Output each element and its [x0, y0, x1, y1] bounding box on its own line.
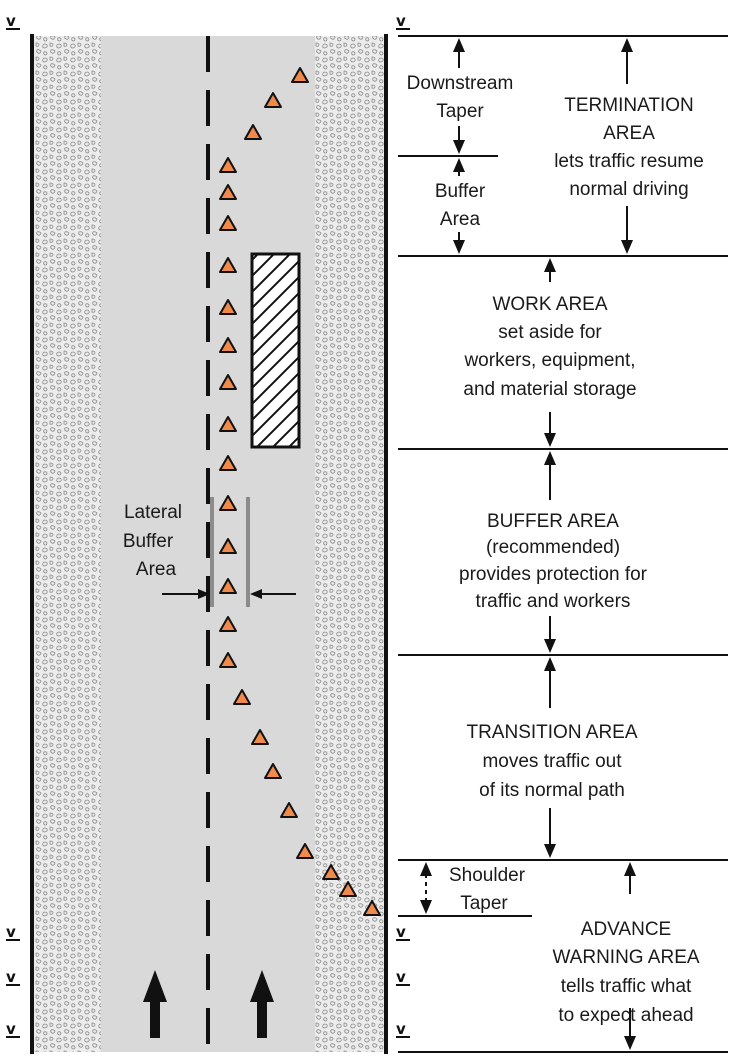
downstream-taper-line-1: Downstream: [407, 73, 514, 94]
marker-left-3: v: [6, 1020, 16, 1038]
termination-line-3: lets traffic resume: [554, 151, 704, 172]
right-shoulder: [315, 36, 385, 1052]
transition-line-2: moves traffic out: [482, 751, 622, 772]
down-arrowhead-icon: [544, 844, 556, 858]
advance-warning-label: ADVANCE WARNING AREA tells traffic what …: [552, 919, 699, 1026]
lateral-buffer-label: Lateral Buffer Area: [123, 502, 182, 580]
traffic-cone-icon: [219, 538, 237, 554]
down-arrowhead-icon: [624, 1036, 636, 1050]
traffic-cone-icon: [322, 864, 340, 880]
traffic-cone-icon: [219, 416, 237, 432]
buffer-small-line-1: Buffer: [435, 181, 486, 202]
traffic-cone-icon: [219, 455, 237, 471]
lateral-buffer-left-pointing-arrow-icon: [250, 589, 262, 599]
traffic-cone-icon: [219, 495, 237, 511]
traffic-cone-icon: [363, 900, 381, 916]
traffic-cone-icon: [264, 763, 282, 779]
marker-right-3: v: [396, 1020, 406, 1038]
traffic-cone-icon: [219, 578, 237, 594]
shoulder-taper-line-1: Shoulder: [449, 865, 526, 886]
lateral-buffer-right-pointing-arrow-icon: [198, 589, 210, 599]
marker-right-top: v: [396, 12, 406, 30]
traffic-cone-icon: [219, 215, 237, 231]
up-arrowhead-icon: [624, 862, 636, 876]
traffic-cone-icon: [219, 616, 237, 632]
shoulder-taper-label: Shoulder Taper: [449, 865, 526, 914]
downstream-taper-label: Downstream Taper: [407, 73, 514, 122]
zone-boundaries: [398, 35, 728, 1053]
buffer-small-label: Buffer Area: [435, 181, 486, 230]
advance-warning-line-1: ADVANCE: [581, 919, 671, 940]
transition-area-label: TRANSITION AREA moves traffic out of its…: [466, 722, 637, 801]
marker-left-top: v: [6, 12, 16, 30]
downstream-taper-line-2: Taper: [436, 101, 484, 122]
termination-area-label: TERMINATION AREA lets traffic resume nor…: [554, 95, 704, 200]
transition-line-1: TRANSITION AREA: [466, 722, 637, 743]
buffer-small-line-2: Area: [440, 209, 481, 230]
lateral-buffer-line-3: Area: [136, 559, 177, 580]
traffic-cone-icon: [219, 157, 237, 173]
traffic-cone-icon: [339, 881, 357, 897]
work-line-4: and material storage: [463, 379, 636, 400]
marker-left-1: v: [6, 923, 16, 941]
up-arrowhead-icon: [621, 38, 633, 52]
traffic-cone-icon: [280, 802, 298, 818]
traffic-cone-icon: [264, 92, 282, 108]
down-arrowhead-icon: [544, 639, 556, 653]
up-arrowhead-icon: [544, 451, 556, 465]
traffic-cone-icon: [251, 729, 269, 745]
transition-line-3: of its normal path: [479, 780, 625, 801]
up-arrowhead-icon: [453, 158, 465, 172]
buffer-line-4: traffic and workers: [476, 591, 631, 612]
traffic-direction-up-arrow-icon: [143, 970, 167, 1038]
up-arrowhead-icon: [453, 38, 465, 52]
position-markers: v v v v v v v v: [6, 12, 410, 1038]
dimension-arrows: [420, 38, 636, 1050]
shoulder-taper-line-2: Taper: [460, 893, 508, 914]
lateral-buffer-line-2: Buffer: [123, 531, 174, 552]
marker-right-2: v: [396, 968, 406, 986]
lateral-buffer-line-1: Lateral: [124, 502, 182, 523]
buffer-line-1: BUFFER AREA: [487, 511, 619, 532]
advance-warning-line-4: to expect ahead: [558, 1005, 693, 1026]
work-line-3: workers, equipment,: [463, 350, 635, 371]
marker-left-2: v: [6, 968, 16, 986]
work-zone-hatched-rectangle: [250, 252, 301, 449]
advance-warning-line-2: WARNING AREA: [552, 947, 699, 968]
buffer-area-label: BUFFER AREA (recommended) provides prote…: [459, 511, 648, 612]
down-arrowhead-icon: [544, 433, 556, 447]
advance-warning-line-3: tells traffic what: [561, 976, 692, 997]
work-area-label: WORK AREA set aside for workers, equipme…: [463, 294, 636, 400]
up-arrowhead-icon: [544, 258, 556, 272]
work-line-2: set aside for: [498, 322, 602, 343]
down-arrowhead-icon: [420, 900, 432, 914]
down-arrowhead-icon: [453, 240, 465, 254]
traffic-cone-icon: [219, 184, 237, 200]
up-arrowhead-icon: [420, 862, 432, 876]
down-arrowhead-icon: [621, 240, 633, 254]
traffic-cone-icon: [219, 257, 237, 273]
buffer-line-3: provides protection for: [459, 564, 648, 585]
marker-right-1: v: [396, 923, 406, 941]
down-arrowhead-icon: [453, 140, 465, 154]
termination-line-2: AREA: [603, 123, 655, 144]
termination-line-1: TERMINATION: [564, 95, 693, 116]
traffic-direction-up-arrow-icon: [250, 970, 274, 1038]
traffic-cone-icon: [219, 652, 237, 668]
work-line-1: WORK AREA: [492, 294, 607, 315]
traffic-cone-icon: [219, 374, 237, 390]
left-shoulder: [33, 36, 101, 1052]
traffic-cone-icon: [233, 689, 251, 705]
traffic-cone-icon: [291, 67, 309, 83]
traffic-cone-icon: [296, 843, 314, 859]
traffic-cones: [219, 67, 381, 916]
traffic-cone-icon: [244, 124, 262, 140]
up-arrowhead-icon: [544, 657, 556, 671]
traffic-cone-icon: [219, 337, 237, 353]
traffic-cone-icon: [219, 299, 237, 315]
buffer-line-2: (recommended): [486, 537, 620, 558]
termination-line-4: normal driving: [569, 179, 688, 200]
